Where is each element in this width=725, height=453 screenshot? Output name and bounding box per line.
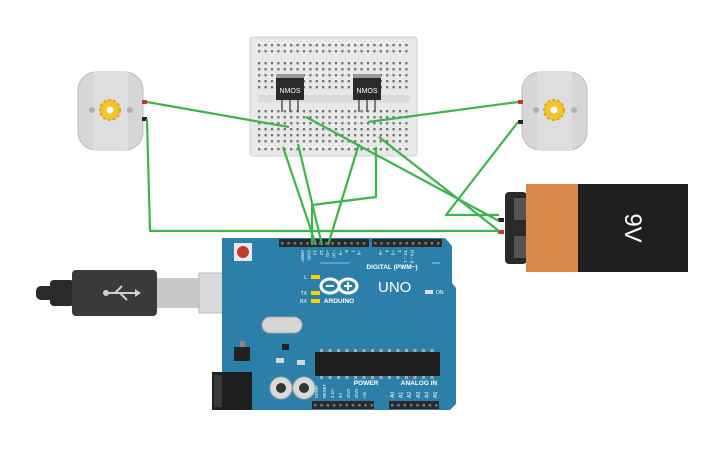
pin-label: IOREF	[314, 385, 319, 398]
wire-battery-to-breadboard-a	[305, 116, 500, 222]
wire-pin13-to-breadboard	[296, 143, 324, 246]
capacitors	[269, 376, 316, 400]
reset-button[interactable]	[234, 243, 252, 261]
dc-motor-left[interactable]	[77, 71, 147, 151]
gear-icon	[543, 99, 565, 121]
wire-motor-left-negative	[145, 118, 499, 233]
pin-label: 3.3V	[330, 389, 335, 398]
pin-label: TX→1	[403, 250, 408, 263]
pin-label: A0	[390, 392, 396, 398]
svg-text:L: L	[304, 275, 307, 281]
pin-label: ~3	[391, 250, 396, 256]
arduino-brand: ARDUINO	[324, 298, 354, 305]
power-header[interactable]	[312, 401, 374, 409]
pin-label: 13	[313, 250, 318, 256]
pin-label: A3	[416, 392, 422, 398]
voltage-regulator	[234, 347, 250, 361]
digital-header-left[interactable]	[279, 239, 369, 247]
pin-label: RESET	[322, 384, 327, 398]
svg-text:RX: RX	[300, 299, 308, 305]
pin-label: A2	[407, 392, 413, 398]
wire-pin12-to-breadboard	[326, 143, 361, 246]
pin-label: A1	[399, 392, 405, 398]
pin-label: GND	[346, 389, 351, 398]
pin-label: Vin	[362, 391, 367, 398]
dc-motor-right[interactable]	[518, 71, 588, 151]
pin-label: 8	[344, 250, 349, 253]
power-led	[425, 290, 433, 294]
wire-motor-left-positive	[146, 100, 290, 129]
pin-label: RX←0	[410, 250, 415, 264]
pin-label: A4	[424, 392, 430, 398]
wire-motor-right-positive	[367, 100, 519, 124]
battery-9v[interactable]: 9V	[498, 184, 688, 272]
power-label: POWER	[354, 380, 379, 387]
pin-label: ~11	[325, 250, 330, 258]
arduino-logo-icon	[319, 277, 359, 295]
pin-label: A5	[433, 392, 439, 398]
analog-header[interactable]	[389, 401, 439, 409]
led-tx: TX	[301, 291, 320, 297]
led-l: L	[304, 275, 320, 281]
wire-motor-right-negative	[444, 121, 519, 217]
nmos-right-label: NMOS	[357, 88, 378, 95]
wire-battery-to-breadboard-b	[378, 136, 500, 232]
pin-label: 7	[350, 250, 355, 253]
svg-text:TX: TX	[301, 291, 308, 297]
pin-label: ~5	[378, 250, 383, 256]
pin-label: GND	[306, 250, 311, 261]
pin-label: ~9	[338, 250, 343, 256]
pin-label: 12	[319, 250, 324, 256]
battery-label: 9V	[619, 213, 646, 242]
crystal-oscillator	[261, 316, 303, 334]
pin-label: GND	[354, 389, 359, 398]
wire-pin11-to-breadboard	[310, 147, 378, 245]
pin-label: ~10	[332, 250, 337, 258]
led-rx: RX	[300, 299, 320, 305]
atmega-chip	[315, 349, 440, 379]
wires[interactable]	[145, 100, 519, 246]
breadboard[interactable]	[249, 36, 418, 157]
nmos-left[interactable]: NMOS	[276, 74, 304, 112]
usb-cable[interactable]	[36, 270, 245, 316]
pin-label: 5V	[338, 393, 343, 398]
arduino-model: UNO	[378, 279, 411, 296]
wire-gnd-to-breadboard	[281, 146, 318, 246]
pin-label: 2	[397, 250, 402, 253]
gear-icon	[99, 99, 121, 121]
on-label: ON	[436, 290, 444, 296]
nmos-right[interactable]: NMOS	[353, 74, 381, 112]
analog-label: ANALOG IN	[401, 380, 438, 387]
pin-label: 4	[384, 250, 389, 253]
usb-icon	[103, 285, 141, 301]
nmos-left-label: NMOS	[280, 88, 301, 95]
digital-label: DIGITAL (PWM~)	[366, 264, 417, 271]
pin-label: ~6	[357, 250, 362, 256]
pin-label: AREF	[300, 250, 305, 262]
